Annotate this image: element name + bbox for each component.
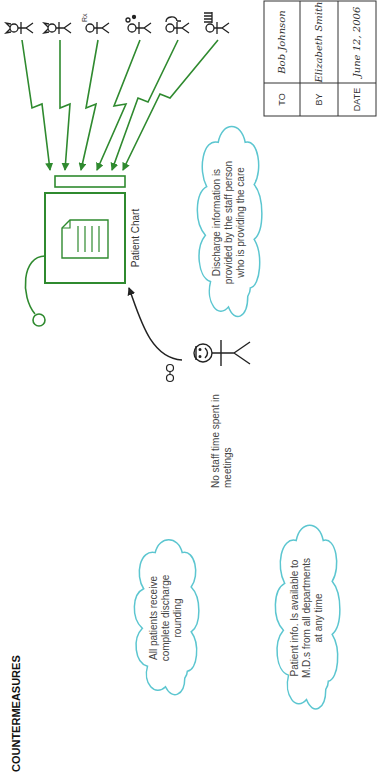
table-header: TO xyxy=(277,93,288,105)
rx-symbol: Rx xyxy=(81,13,89,22)
table-cell-box: DATE xyxy=(338,83,376,116)
figure-eye xyxy=(199,349,201,351)
table-cell: Elizabeth Smith xyxy=(313,2,325,83)
cloud-outline xyxy=(275,525,340,709)
table-cell-box: BY xyxy=(300,83,338,116)
cloud-text-holder: Discharge information is provided by the… xyxy=(211,155,247,290)
staff-figures xyxy=(6,12,229,34)
lightning-arrow xyxy=(112,40,178,170)
cloud-text: Discharge information is provided by the… xyxy=(211,155,247,290)
monitor xyxy=(45,193,125,283)
lightning-arrow xyxy=(81,40,98,170)
pharmacist-figure xyxy=(86,22,109,34)
mouse-cord xyxy=(25,256,45,314)
lightning-arrow xyxy=(22,40,50,170)
cloud-note: Discharge information is provided by the… xyxy=(190,117,267,328)
table-header: DATE xyxy=(352,88,363,111)
staff-figure xyxy=(6,22,33,34)
figure-body xyxy=(212,340,250,366)
lightning-arrow xyxy=(60,40,70,170)
cloud-text-holder: All patients receive complete discharge … xyxy=(148,563,184,673)
table-cell: June 12, 2006 xyxy=(351,7,363,78)
header-table xyxy=(264,1,376,116)
free-note: No staff time spent in meetings xyxy=(210,388,234,488)
document-fold xyxy=(62,220,70,228)
table-grid xyxy=(264,1,376,116)
mouse xyxy=(33,314,45,326)
staff-figure xyxy=(44,22,71,34)
figure-hat xyxy=(195,346,196,360)
view-arrow xyxy=(129,288,182,360)
section-title: COUNTERMEASURES xyxy=(10,655,22,772)
figure-head xyxy=(194,344,212,362)
data-arrows xyxy=(22,40,218,170)
figure-smile xyxy=(205,348,208,358)
table-cell-box: June 12, 2006 xyxy=(338,1,376,83)
cloud-text: All patients receive complete discharge … xyxy=(148,563,184,673)
staff-figure xyxy=(126,16,151,35)
figure-eye xyxy=(199,356,201,358)
cloud-outline xyxy=(134,540,199,695)
computer-tower xyxy=(55,176,125,187)
lightning-arrow xyxy=(123,40,218,170)
table-cell-box: TO xyxy=(264,83,300,116)
table-header: BY xyxy=(314,94,325,106)
chart-caption: Patient Chart xyxy=(130,193,142,283)
table-cell: Bob Johnson xyxy=(276,10,288,73)
cloud-note: All patients receive complete discharge … xyxy=(127,532,204,704)
cloud-text-holder: Patient info. Is available to M.D.s from… xyxy=(289,553,325,683)
doctor-figure xyxy=(166,17,189,34)
staff-figure xyxy=(204,12,229,34)
cloud-text: Patient info. Is available to M.D.s from… xyxy=(289,553,325,683)
patient-figure xyxy=(194,340,250,366)
document-lines xyxy=(78,226,99,252)
table-cell-box: Elizabeth Smith xyxy=(300,1,338,83)
cloud-note: Patient info. Is available to M.D.s from… xyxy=(268,516,345,720)
chart-document xyxy=(62,220,108,258)
table-cell-box: Bob Johnson xyxy=(264,1,300,83)
glasses-symbol xyxy=(167,365,174,382)
cloud-outline xyxy=(197,126,262,316)
